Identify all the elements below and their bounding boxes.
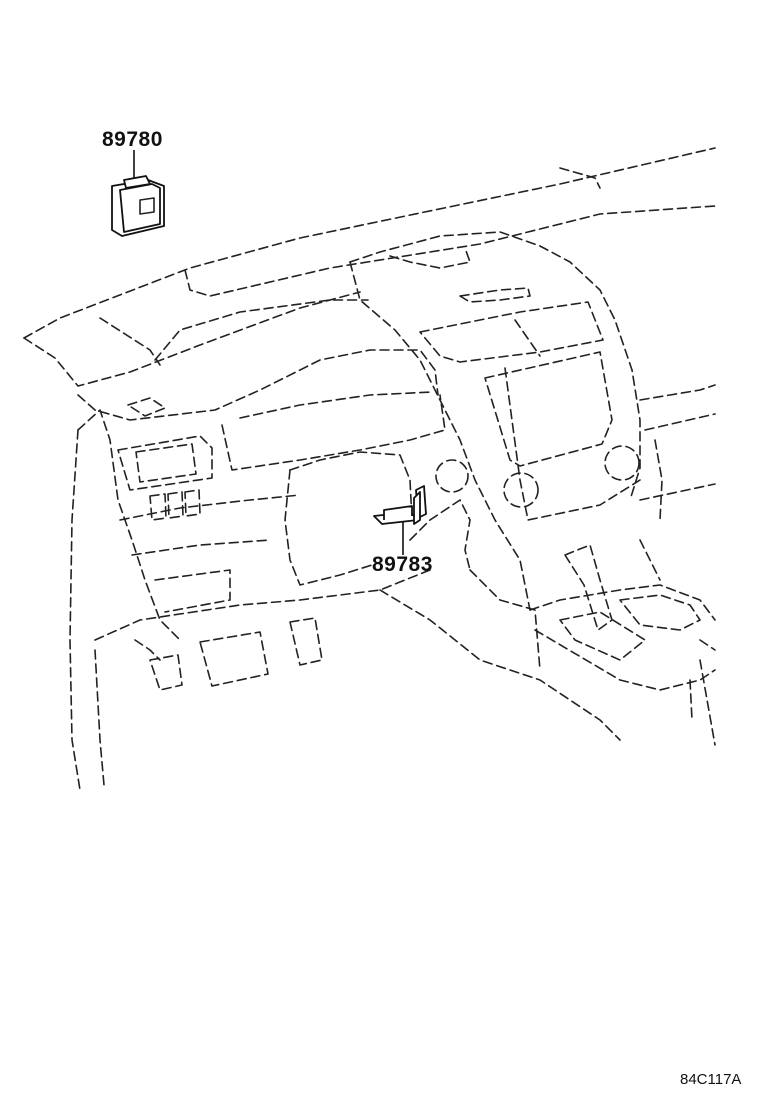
part-number-label: 89780: [102, 128, 163, 151]
part-89780-module: [111, 150, 165, 237]
lower-dashboard: [69, 409, 431, 791]
center-stack: [349, 231, 716, 611]
diagram-code: 84C117A: [680, 1071, 742, 1088]
part-89783-bracket: [373, 485, 427, 555]
dashboard-top-outline: [23, 147, 716, 387]
part-number-label: 89783: [372, 553, 433, 576]
center-console: [379, 439, 716, 746]
instrument-cluster-hood: [77, 299, 446, 471]
steering-column-shroud: [284, 451, 471, 586]
left-switch-panel: [117, 435, 213, 521]
